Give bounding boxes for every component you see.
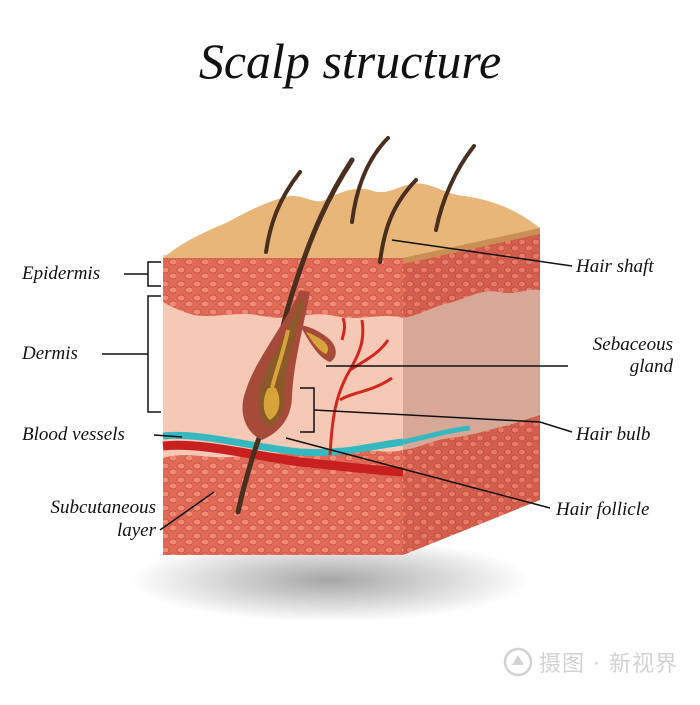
hair-bulb [263, 388, 280, 420]
sebaceous-gland-inner [306, 332, 329, 354]
subcutaneous-side [403, 415, 540, 555]
hair-3 [378, 178, 418, 264]
diagram-title: Scalp structure [198, 33, 502, 89]
watermark: 摄图 · 新视界 [503, 646, 678, 678]
label-sebaceous: Sebaceous [592, 334, 673, 355]
blood-vessel-side [402, 425, 471, 445]
hair-follicle-leader [285, 437, 551, 509]
label-subcutaneous: Subcutaneous [50, 497, 156, 518]
label-blood-vessels: Blood vessels [22, 424, 125, 445]
subcutaneous-front [163, 449, 403, 555]
hair-4 [434, 144, 476, 232]
skin-surface-shade [403, 228, 540, 264]
blood-vessel-red [162, 440, 404, 477]
label-dermis: Dermis [22, 343, 78, 364]
hair-2 [350, 136, 390, 224]
watermark-logo-icon [503, 647, 533, 677]
subcutaneous-leader [159, 491, 215, 531]
label-hair-follicle: Hair follicle [556, 499, 650, 520]
blood-vessel-blue [162, 431, 404, 457]
side-face [402, 228, 540, 555]
hair-1 [264, 170, 302, 254]
epidermis-bracket [147, 261, 161, 287]
blood-vessels-leader [153, 434, 183, 438]
hair-root-inner [270, 329, 290, 389]
capillaries [328, 317, 393, 456]
watermark-text: 摄图 · 新视界 [539, 652, 678, 677]
label-hair-bulb: Hair bulb [576, 424, 651, 445]
epidermis-front [163, 258, 403, 318]
annotation-lines [102, 239, 573, 531]
hair-follicle [242, 290, 336, 440]
hair-bulb-leader [313, 409, 573, 433]
label-epidermis: Epidermis [22, 263, 101, 284]
block-shadow [130, 538, 530, 622]
label-sebaceous-gland: gland [629, 356, 673, 377]
label-hair-shaft: Hair shaft [576, 256, 654, 277]
hair-shaft-leader [391, 239, 573, 267]
dermis-bracket [147, 295, 161, 413]
label-subcutaneous-layer: layer [116, 520, 156, 541]
